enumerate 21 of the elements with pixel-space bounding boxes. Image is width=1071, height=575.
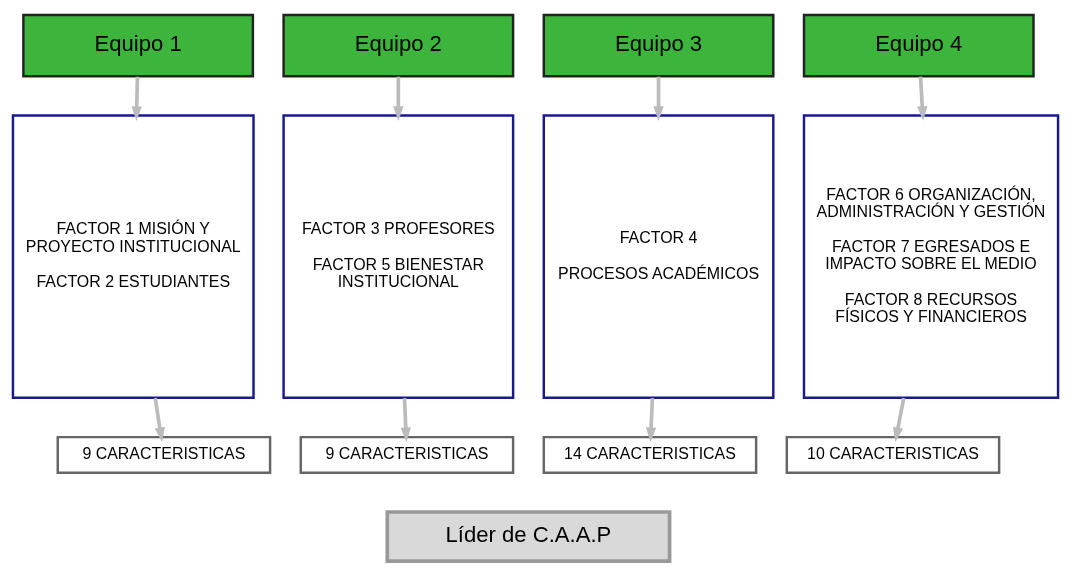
- node-box: FACTOR 3 PROFESORES FACTOR 5 BIENESTAR INSTITUCIONAL: [282, 113, 515, 399]
- node-box: 10 CARACTERISTICAS: [785, 435, 1001, 474]
- node-box: Equipo 1: [22, 13, 255, 77]
- node-box: FACTOR 1 MISIÓN Y PROYECTO INSTITUCIONAL FACTOR 2 ESTUDIANTES: [11, 113, 255, 399]
- arrow: [153, 397, 165, 442]
- arrow: [917, 76, 928, 121]
- node-box: 14 CARACTERISTICAS: [542, 435, 758, 474]
- arrow: [393, 76, 404, 121]
- node-box: Equipo 4: [802, 13, 1035, 77]
- arrow: [131, 76, 142, 121]
- node-box: Líder de C.A.A.P: [385, 509, 672, 563]
- node-box: FACTOR 6 ORGANIZACIÓN, ADMINISTRACIÓN Y GESTIÓN FACTOR 7 EGRESADOS E IMPACTO SOBRE EL MEDIO FACTOR 8 RECURSOS FÍSICOS Y FINANCIEROS: [802, 113, 1060, 399]
- node-box: 9 CARACTERISTICAS: [56, 435, 272, 474]
- arrow: [645, 397, 657, 442]
- arrow: [892, 397, 906, 442]
- arrow: [400, 397, 411, 442]
- arrow: [653, 76, 664, 121]
- node-box: FACTOR 4 PROCESOS ACADÉMICOS: [542, 113, 775, 399]
- node-box: 9 CARACTERISTICAS: [299, 435, 515, 474]
- node-box: Equipo 3: [542, 13, 775, 77]
- node-box: Equipo 2: [282, 13, 515, 77]
